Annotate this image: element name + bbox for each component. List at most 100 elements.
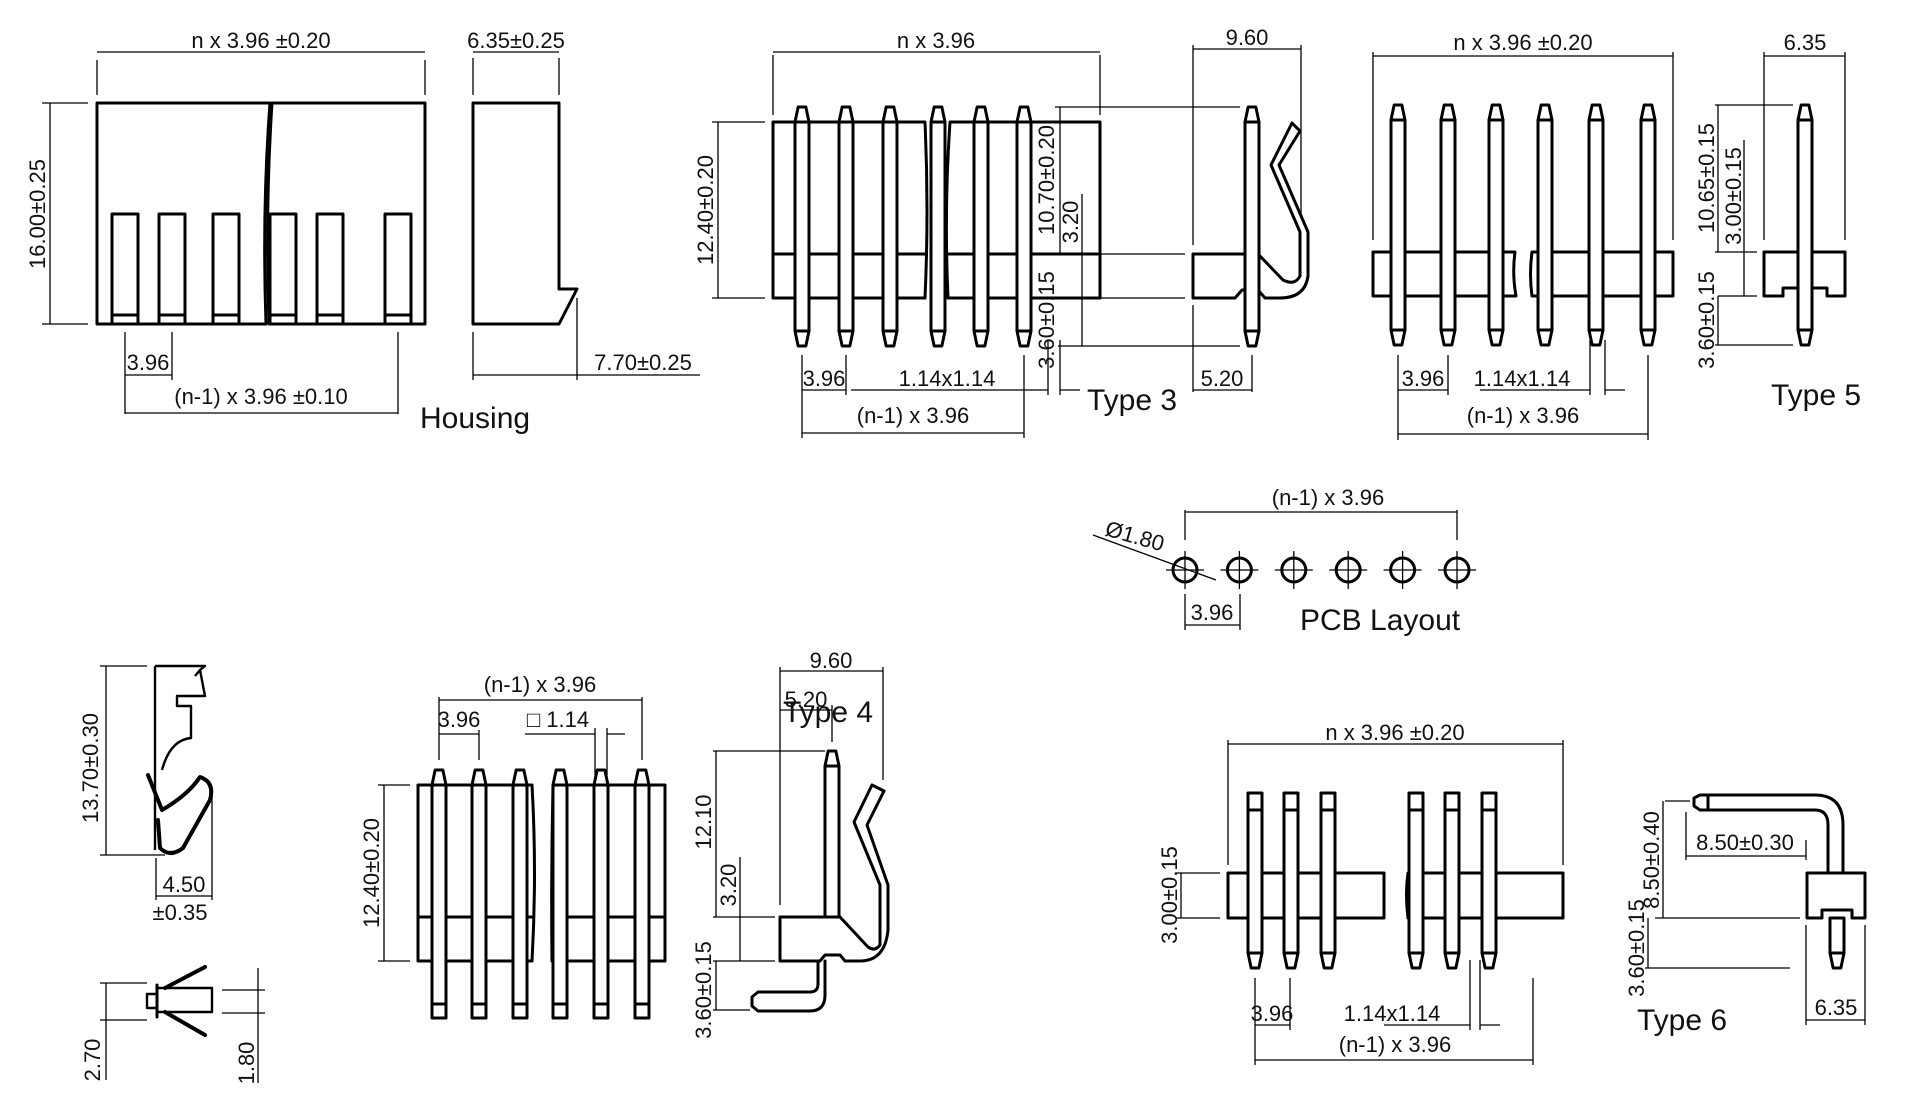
pin (972, 105, 990, 348)
type3-height-dim: 12.40±0.20 (693, 155, 718, 265)
type4-side-width-dim: 9.60 (810, 648, 853, 673)
pin (470, 768, 488, 1020)
housing-front-view (95, 101, 427, 326)
type6-pin-size-dim: 1.14x1.14 (1344, 1001, 1441, 1026)
terminal-side-view (146, 664, 214, 855)
type4-label: Type 4 (783, 696, 873, 729)
type4-height-dim: 12.40±0.20 (359, 818, 384, 928)
pin (1639, 103, 1657, 347)
pin (1015, 105, 1033, 348)
terminal-height-dim: 13.70±0.30 (78, 713, 103, 823)
contact-slot (110, 212, 140, 326)
pin (793, 105, 811, 348)
type3-dimensions (712, 45, 1302, 438)
pin (823, 749, 841, 919)
type4-tail-dim: 3.60±0.15 (691, 941, 716, 1039)
type4-upper-dim: 3.20 (716, 864, 741, 907)
housing-height-dim: 16.00±0.25 (25, 159, 50, 269)
type4-side-view (750, 749, 890, 1013)
type4-pitch-dim: 3.96 (438, 707, 481, 732)
type5-pitch-dim: 3.96 (1402, 366, 1445, 391)
type5-label: Type 5 (1771, 379, 1861, 412)
type6-span-dim: (n-1) x 3.96 (1339, 1032, 1452, 1057)
type3-span-dim: (n-1) x 3.96 (857, 403, 970, 428)
housing-label: Housing (420, 402, 530, 435)
type3-front-view (771, 105, 1102, 348)
type3-upper-dim: 3.20 (1058, 201, 1083, 244)
terminal-dim-a: 2.70 (80, 1039, 105, 1082)
type6-tail-dim: 3.60±0.15 (1624, 899, 1649, 997)
type6-side-width-dim: 6.35 (1815, 995, 1858, 1020)
pin (1246, 791, 1264, 970)
pin (1243, 105, 1261, 348)
housing-side-view (471, 101, 579, 326)
housing-dimensions (42, 51, 700, 414)
type6-front-view (1226, 791, 1565, 970)
type3-label: Type 3 (1087, 384, 1177, 417)
pcb-layout (1092, 510, 1476, 630)
type4-span-dim: (n-1) x 3.96 (484, 672, 597, 697)
housing-width-dim: n x 3.96 ±0.20 (191, 28, 330, 53)
pin (837, 105, 855, 348)
housing-pitch-dim: 3.96 (127, 350, 170, 375)
type3-width-dim: n x 3.96 (897, 28, 975, 53)
pin (1487, 103, 1505, 347)
pin (1796, 103, 1814, 347)
contact-slot (268, 212, 298, 326)
pcb-pitch-dim: 3.96 (1191, 600, 1234, 625)
type3-side-view (1191, 105, 1310, 348)
type4-pin-height-dim: 12.10 (691, 794, 716, 849)
pin (881, 105, 899, 348)
type6-bend-height-dim: 8.50±0.40 (1639, 811, 1664, 909)
type5-side-view (1762, 103, 1847, 347)
type6-side-view (1692, 793, 1867, 970)
contact-slot (383, 212, 413, 326)
type5-tail-dim: 3.60±0.15 (1694, 271, 1719, 369)
type4-pin-size-dim: □ 1.14 (527, 707, 589, 732)
terminal-dim-b: 1.80 (234, 1042, 259, 1085)
type3-pin-height-dim: 10.70±0.20 (1034, 125, 1059, 235)
housing-depth-dim: 7.70±0.25 (594, 350, 692, 375)
type3-side-width-dim: 9.60 (1226, 25, 1269, 50)
pin (551, 768, 569, 1020)
pin (430, 768, 448, 1020)
type3-pitch-dim: 3.96 (803, 366, 846, 391)
pcb-span-dim: (n-1) x 3.96 (1272, 485, 1385, 510)
pin (511, 768, 529, 1020)
pin (1439, 103, 1457, 347)
type5-pin-size-dim: 1.14x1.14 (1474, 366, 1571, 391)
pcb-label: PCB Layout (1300, 604, 1461, 637)
type4-dimensions (378, 667, 884, 1011)
pin (929, 105, 947, 348)
type3-pin-size-dim: 1.14x1.14 (899, 366, 996, 391)
type6-pitch-dim: 3.96 (1251, 1001, 1294, 1026)
terminal-width-tolerance: ±0.35 (153, 900, 208, 925)
pin (1443, 791, 1461, 970)
type5-span-dim: (n-1) x 3.96 (1467, 403, 1580, 428)
type5-width-dim: n x 3.96 ±0.20 (1453, 30, 1592, 55)
type6-body-dim: 3.00±0.15 (1157, 846, 1182, 944)
type6-width-dim: n x 3.96 ±0.20 (1325, 720, 1464, 745)
type5-dimensions (1372, 52, 1846, 440)
type5-pin-height-dim: 10.65±0.15 (1694, 123, 1719, 233)
housing-side-width-dim: 6.35±0.25 (467, 28, 565, 53)
contact-slot (157, 212, 187, 326)
pin (1407, 791, 1425, 970)
contact-slot (315, 212, 345, 326)
type5-body-dim: 3.00±0.15 (1721, 147, 1746, 245)
type5-side-width-dim: 6.35 (1784, 30, 1827, 55)
type3-tail-dim: 3.60±0.15 (1034, 271, 1059, 369)
type6-dimensions (1175, 740, 1866, 1065)
pin (1828, 916, 1846, 970)
type6-label: Type 6 (1637, 1004, 1727, 1037)
pin (1587, 103, 1605, 347)
pin (633, 768, 651, 1020)
type3-pin-offset-dim: 5.20 (1201, 366, 1244, 391)
type6-bend-length-dim: 8.50±0.30 (1696, 830, 1794, 855)
type4-front-view (416, 768, 667, 1020)
type4-pin-offset-dim: 5.20 (785, 687, 828, 712)
pin (1282, 791, 1300, 970)
pin (1319, 791, 1337, 970)
pin (1389, 103, 1407, 347)
